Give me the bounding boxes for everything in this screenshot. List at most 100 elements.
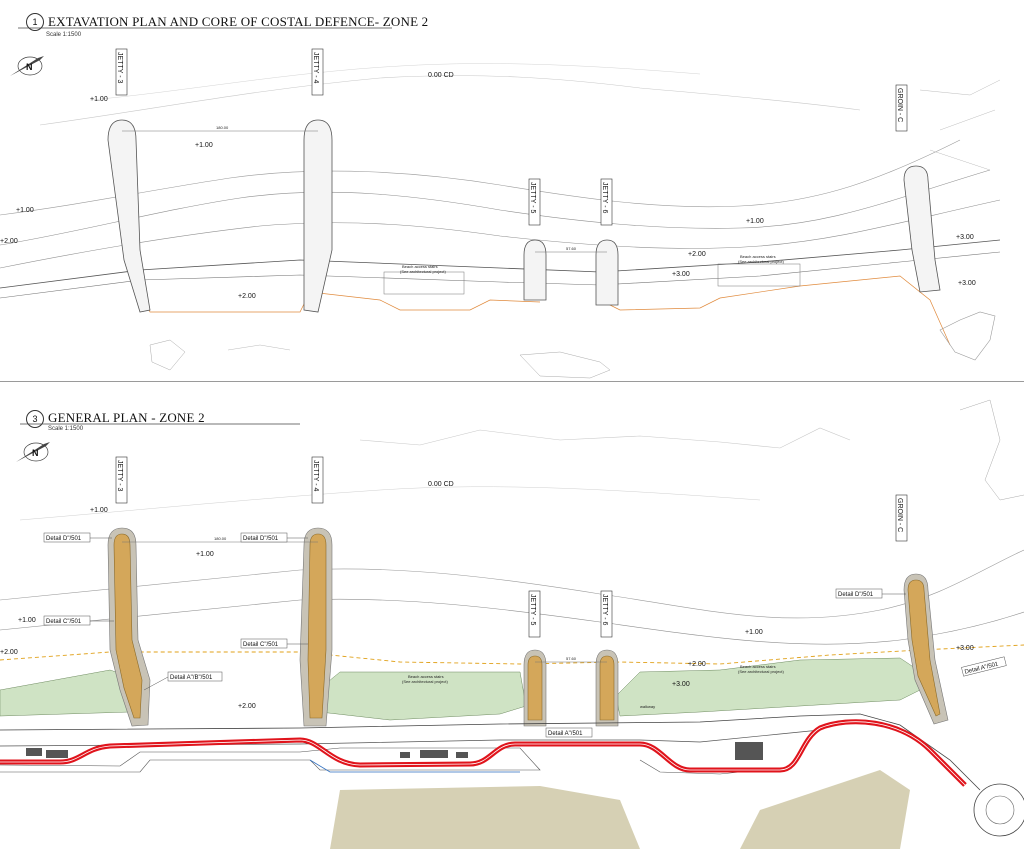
plan1-title: EXTAVATION PLAN AND CORE OF COSTAL DEFEN… — [48, 14, 429, 29]
plan3-beach-stairs-sub: (See architectural project) — [402, 679, 448, 684]
plan3-level: +1.00 — [90, 507, 108, 514]
plan3-groin-c-armour — [907, 579, 941, 717]
plan1-contour-cd: 0.00 CD — [428, 72, 454, 79]
plan3-promenade-edge — [0, 713, 981, 791]
plan1-label-jetty-4: JETTY - 4 — [312, 52, 319, 83]
plan1-label-jetty-6: JETTY - 6 — [601, 182, 608, 213]
plan3-contour — [19, 486, 761, 521]
plan1-beach-stairs-label: Beach access stairs — [740, 254, 776, 259]
plan3-roundabout — [973, 783, 1024, 837]
plan3-jetty-3-armour — [113, 533, 143, 719]
plan3-detail-label: Detail C"/501 — [243, 642, 279, 648]
plan3-jetty-6-armour — [599, 655, 615, 721]
plan3-north-label: N — [32, 448, 39, 458]
plan3-dashed-line — [0, 644, 1024, 665]
plan3-detail-box — [240, 532, 288, 543]
plan1-level: +3.00 — [958, 280, 976, 287]
plan3-scale: Scale 1:1500 — [48, 426, 84, 432]
plan1-dim-a: 180.00 — [216, 125, 229, 130]
plan1-contour — [0, 139, 961, 216]
plan3-north-arrow-icon: N — [16, 442, 50, 462]
plan3-detail-box — [835, 588, 883, 599]
plan3-building — [420, 750, 448, 758]
plan3-beach-stairs-label: Beach access stairs — [408, 674, 444, 679]
plan1-level: +3.00 — [956, 234, 974, 241]
plan3-label-jetty-4: JETTY - 4 — [312, 460, 319, 491]
plan3-land-outline — [959, 399, 1024, 501]
plan3-building — [26, 748, 42, 756]
plan1-beach-stairs-label: Beach access stairs — [402, 264, 438, 269]
plan3-level: +2.00 — [238, 703, 256, 710]
plan3-detail-leader — [143, 676, 169, 691]
plan1-beach-stairs-sub: (See architectural project) — [400, 269, 446, 274]
plan1-contour — [919, 79, 1001, 171]
plan3-jetty-4-armour — [307, 533, 327, 719]
plan1-contour — [0, 199, 1001, 269]
plan3-building — [46, 750, 68, 758]
plan1-jetty-6-outline — [595, 239, 619, 306]
plan3-detail-box — [240, 638, 288, 649]
plan3-contour — [0, 598, 1024, 645]
plan3-contour — [0, 549, 1024, 619]
section-separator — [0, 381, 1024, 382]
plan3-number-circle: 3 — [26, 410, 44, 428]
plan3-building — [400, 752, 410, 758]
plan1-land-outline — [519, 351, 611, 379]
plan3-roundabout-inner — [985, 795, 1015, 825]
plan3-detail-box — [961, 656, 1007, 677]
plan3-level: +3.00 — [672, 681, 690, 688]
plan1-contour — [0, 169, 991, 246]
plan3-detail-label: Detail D"/501 — [46, 536, 82, 542]
plan3-beach-stairs-label: Beach access stairs — [740, 664, 776, 669]
plan1-level: +2.00 — [688, 251, 706, 258]
plan1-level: +1.00 — [16, 207, 34, 214]
plan3-detail-label: Detail D"/501 — [243, 536, 279, 542]
plan3-drawing: N 180.00 — [0, 399, 1024, 849]
plan3-detail-box — [43, 532, 91, 543]
plan1-land-outline — [227, 344, 291, 351]
plan3-red-road — [0, 719, 967, 787]
plan3-green-area — [317, 671, 527, 721]
plan3-detail-label: Detail D"/501 — [838, 592, 874, 598]
plan3-contour — [359, 427, 851, 449]
plan1-excavation-line — [139, 275, 951, 346]
plan3-detail-label: Detail C"/501 — [46, 619, 82, 625]
plan1-shoreline — [0, 239, 1001, 289]
plan1-groin-c-outline — [903, 165, 941, 293]
plan1-north-arrow-icon: N — [10, 56, 44, 76]
plan3-level: +2.00 — [0, 649, 18, 656]
plan1-contour — [89, 63, 701, 101]
plan1-shoreline — [0, 251, 1001, 299]
plan1-label-jetty-5: JETTY - 5 — [529, 182, 536, 213]
plan3-level: +1.00 — [18, 617, 36, 624]
plan3-label-jetty-5: JETTY - 5 — [529, 594, 536, 625]
plan3-detail-label: Detail A"/501 — [548, 731, 583, 737]
plan1-beach-stairs-area — [383, 271, 465, 295]
plan3-building — [735, 742, 763, 760]
plan1-level: +2.00 — [0, 238, 18, 245]
plan3-beach-stairs-sub: (See architectural project) — [738, 669, 784, 674]
plan1-number-circle: 1 — [26, 13, 44, 31]
plan3-level: +3.00 — [956, 645, 974, 652]
plan3-promenade-edge — [0, 729, 821, 747]
plan1-jetty-3-outline — [107, 119, 151, 313]
plan1-level: +1.00 — [746, 218, 764, 225]
plan3-walkway-label: walkway — [640, 704, 655, 709]
plan1-rock-outline — [939, 311, 996, 361]
plan3-detail-box — [167, 671, 223, 682]
plan1-level: +3.00 — [672, 271, 690, 278]
plan3-label-jetty-3: JETTY - 3 — [116, 460, 123, 491]
plan3-detail-label: Detail A"/B"/501 — [170, 675, 213, 681]
plan3-road-edge — [0, 747, 541, 773]
plan3-level: +2.00 — [688, 661, 706, 668]
plan1-beach-stairs-area — [717, 263, 801, 287]
plan1-land-outline — [149, 339, 186, 371]
plan1-north-label: N — [26, 62, 33, 72]
plan1-level: +1.00 — [90, 96, 108, 103]
plan3-title: GENERAL PLAN - ZONE 2 — [48, 410, 205, 425]
plan3-drain-line — [309, 759, 520, 773]
plan1-contour — [39, 75, 861, 126]
plan1-jetty-5-outline — [523, 239, 547, 301]
